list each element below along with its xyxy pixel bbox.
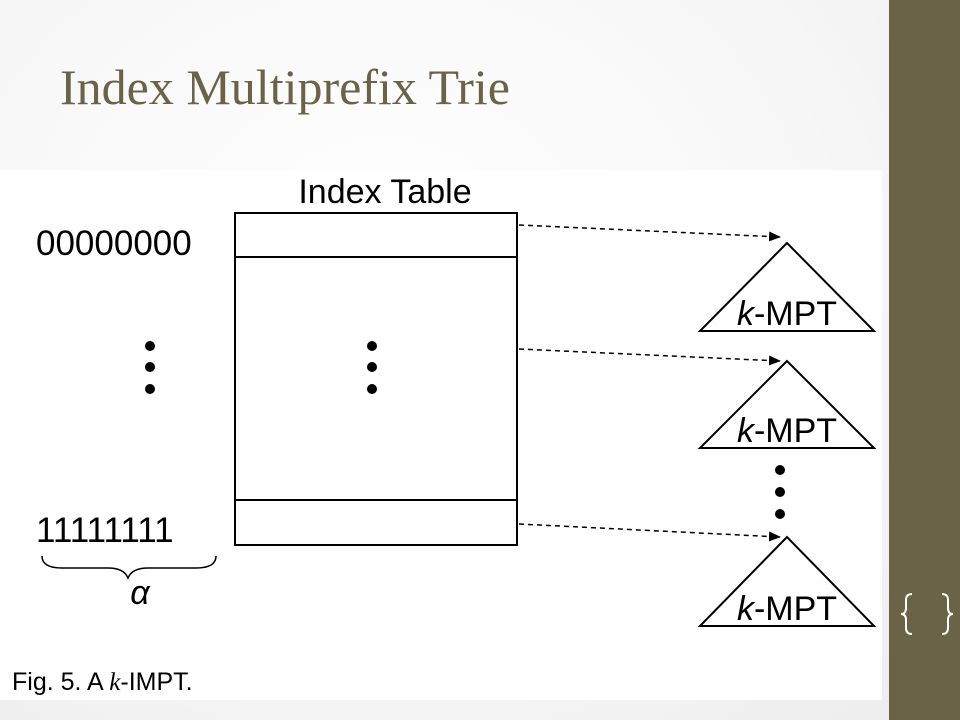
- k-mpt-node-3: k-MPT: [697, 535, 877, 628]
- figure-caption: Fig. 5. A k-IMPT.: [12, 668, 193, 696]
- k-mpt-label-2: k-MPT: [737, 412, 837, 450]
- index-table-title: Index Table: [298, 173, 471, 211]
- figure-canvas: Index Table 00000000 11111111 α: [12, 173, 877, 696]
- alpha-symbol: α: [130, 574, 151, 612]
- node-ellipsis: [775, 465, 785, 519]
- k-impt-figure: Index Table 00000000 11111111 α: [0, 170, 882, 700]
- pointer-arrow-3: [518, 523, 781, 542]
- k-mpt-label-1: k-MPT: [737, 295, 837, 333]
- k-mpt-node-2: k-MPT: [697, 359, 877, 450]
- pointer-arrow-1: [518, 224, 781, 242]
- bit-width-brace: [41, 555, 217, 581]
- page-number-box: 25: [900, 592, 954, 636]
- last-index-label: 11111111: [36, 511, 174, 550]
- slide-title: Index Multiprefix Trie: [60, 59, 510, 115]
- k-mpt-label-3: k-MPT: [737, 590, 837, 628]
- index-table: [234, 212, 518, 546]
- page-number-brackets: [900, 593, 954, 635]
- pointer-arrow-2: [518, 348, 781, 366]
- page-number: 25: [918, 605, 936, 622]
- first-index-label: 00000000: [36, 224, 192, 263]
- table-ellipsis: [367, 341, 377, 394]
- k-mpt-node-1: k-MPT: [697, 241, 877, 333]
- left-ellipsis: [145, 341, 155, 394]
